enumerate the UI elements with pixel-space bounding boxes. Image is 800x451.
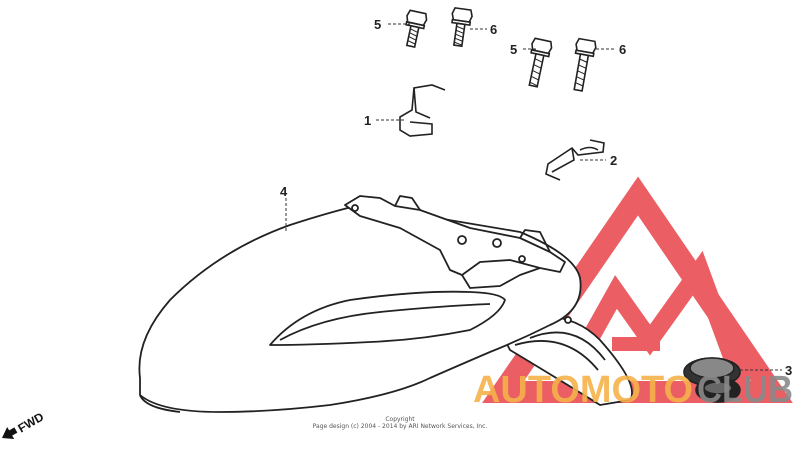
callout-5-mid: 5 <box>510 42 517 57</box>
callout-1: 1 <box>364 113 371 128</box>
watermark-brand-orange: AUTOMOTO <box>473 369 693 411</box>
watermark-text: AUTOMOTO CLUB <box>473 369 793 411</box>
copyright-line: Page design (c) 2004 - 2014 by ARI Netwo… <box>312 423 488 430</box>
callout-2: 2 <box>610 153 617 168</box>
callout-5-top: 5 <box>374 17 381 32</box>
copyright-title: Copyright <box>385 416 415 423</box>
clip-icon <box>399 84 605 181</box>
bolt-icon <box>405 7 597 92</box>
callout-6-top: 6 <box>490 22 497 37</box>
callout-3: 3 <box>785 363 792 378</box>
callout-6-mid: 6 <box>619 42 626 57</box>
leader-lines <box>285 23 782 371</box>
grommet-icon <box>683 357 741 403</box>
callout-4: 4 <box>280 184 288 199</box>
front-fender <box>138 195 633 413</box>
watermark-brand-gray: CLUB <box>697 369 793 411</box>
